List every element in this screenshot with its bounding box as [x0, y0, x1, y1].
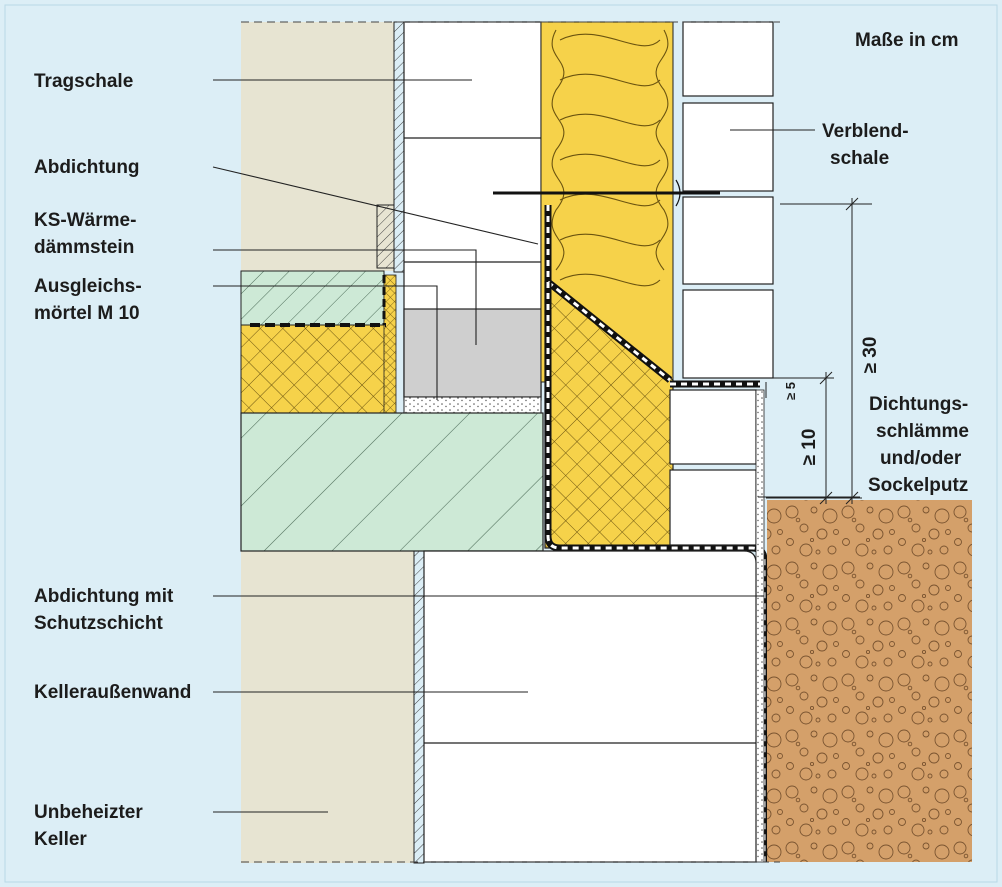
label-verblend-line2: schale: [830, 148, 889, 169]
label-verblend-line1: Verblend-: [822, 121, 909, 142]
concrete-slab: [240, 412, 544, 552]
label-ausgleich-line1: Ausgleichs-: [34, 276, 142, 297]
dimension-lines: [765, 197, 872, 505]
floor-insulation: [240, 324, 387, 414]
inner-plaster-basement: [241, 551, 414, 863]
frame: [4, 4, 998, 883]
units-label: Maße in cm: [855, 30, 958, 51]
label-dicht-line4: Sockelputz: [868, 475, 968, 496]
floor-screed: [240, 270, 385, 326]
soil: [767, 500, 972, 862]
label-dicht-line3: und/oder: [880, 448, 962, 469]
label-dicht-line2: schlämme: [876, 421, 969, 442]
label-abdschutz-line1: Abdichtung mit: [34, 586, 174, 607]
sockelputz: [755, 389, 765, 863]
basement-render-strip: [413, 550, 425, 864]
edge-insulation-strip: [383, 274, 397, 414]
label-keller-line1: Unbeheizter: [34, 802, 143, 823]
ausgleichsmoertel: [403, 396, 542, 414]
leader-lines: [212, 79, 860, 813]
label-abdichtung: Abdichtung: [34, 157, 140, 178]
dimension-5: ≥ 5: [783, 382, 798, 400]
kelleraussenwand: [423, 550, 757, 863]
label-kelleraussenwand: Kelleraußenwand: [34, 682, 191, 703]
dimension-10: ≥ 10: [799, 429, 820, 466]
label-dicht-line1: Dichtungs-: [869, 394, 968, 415]
label-ks-line1: KS-Wärme-: [34, 210, 136, 231]
dimension-30: ≥ 30: [860, 337, 881, 374]
label-abdschutz-line2: Schutzschicht: [34, 613, 163, 634]
tragschale-render-strip: [393, 21, 405, 273]
label-ks-line2: dämmstein: [34, 237, 134, 258]
label-tragschale: Tragschale: [34, 71, 133, 92]
inner-plaster-upper: [241, 22, 394, 271]
ks-bevel-strip: [376, 204, 395, 269]
ks-waermedaemmstein: [403, 308, 542, 398]
verblendschale: [669, 21, 774, 546]
label-ausgleich-line2: mörtel M 10: [34, 303, 140, 324]
insulation-wave: [551, 29, 669, 287]
label-keller-line2: Keller: [34, 829, 87, 850]
